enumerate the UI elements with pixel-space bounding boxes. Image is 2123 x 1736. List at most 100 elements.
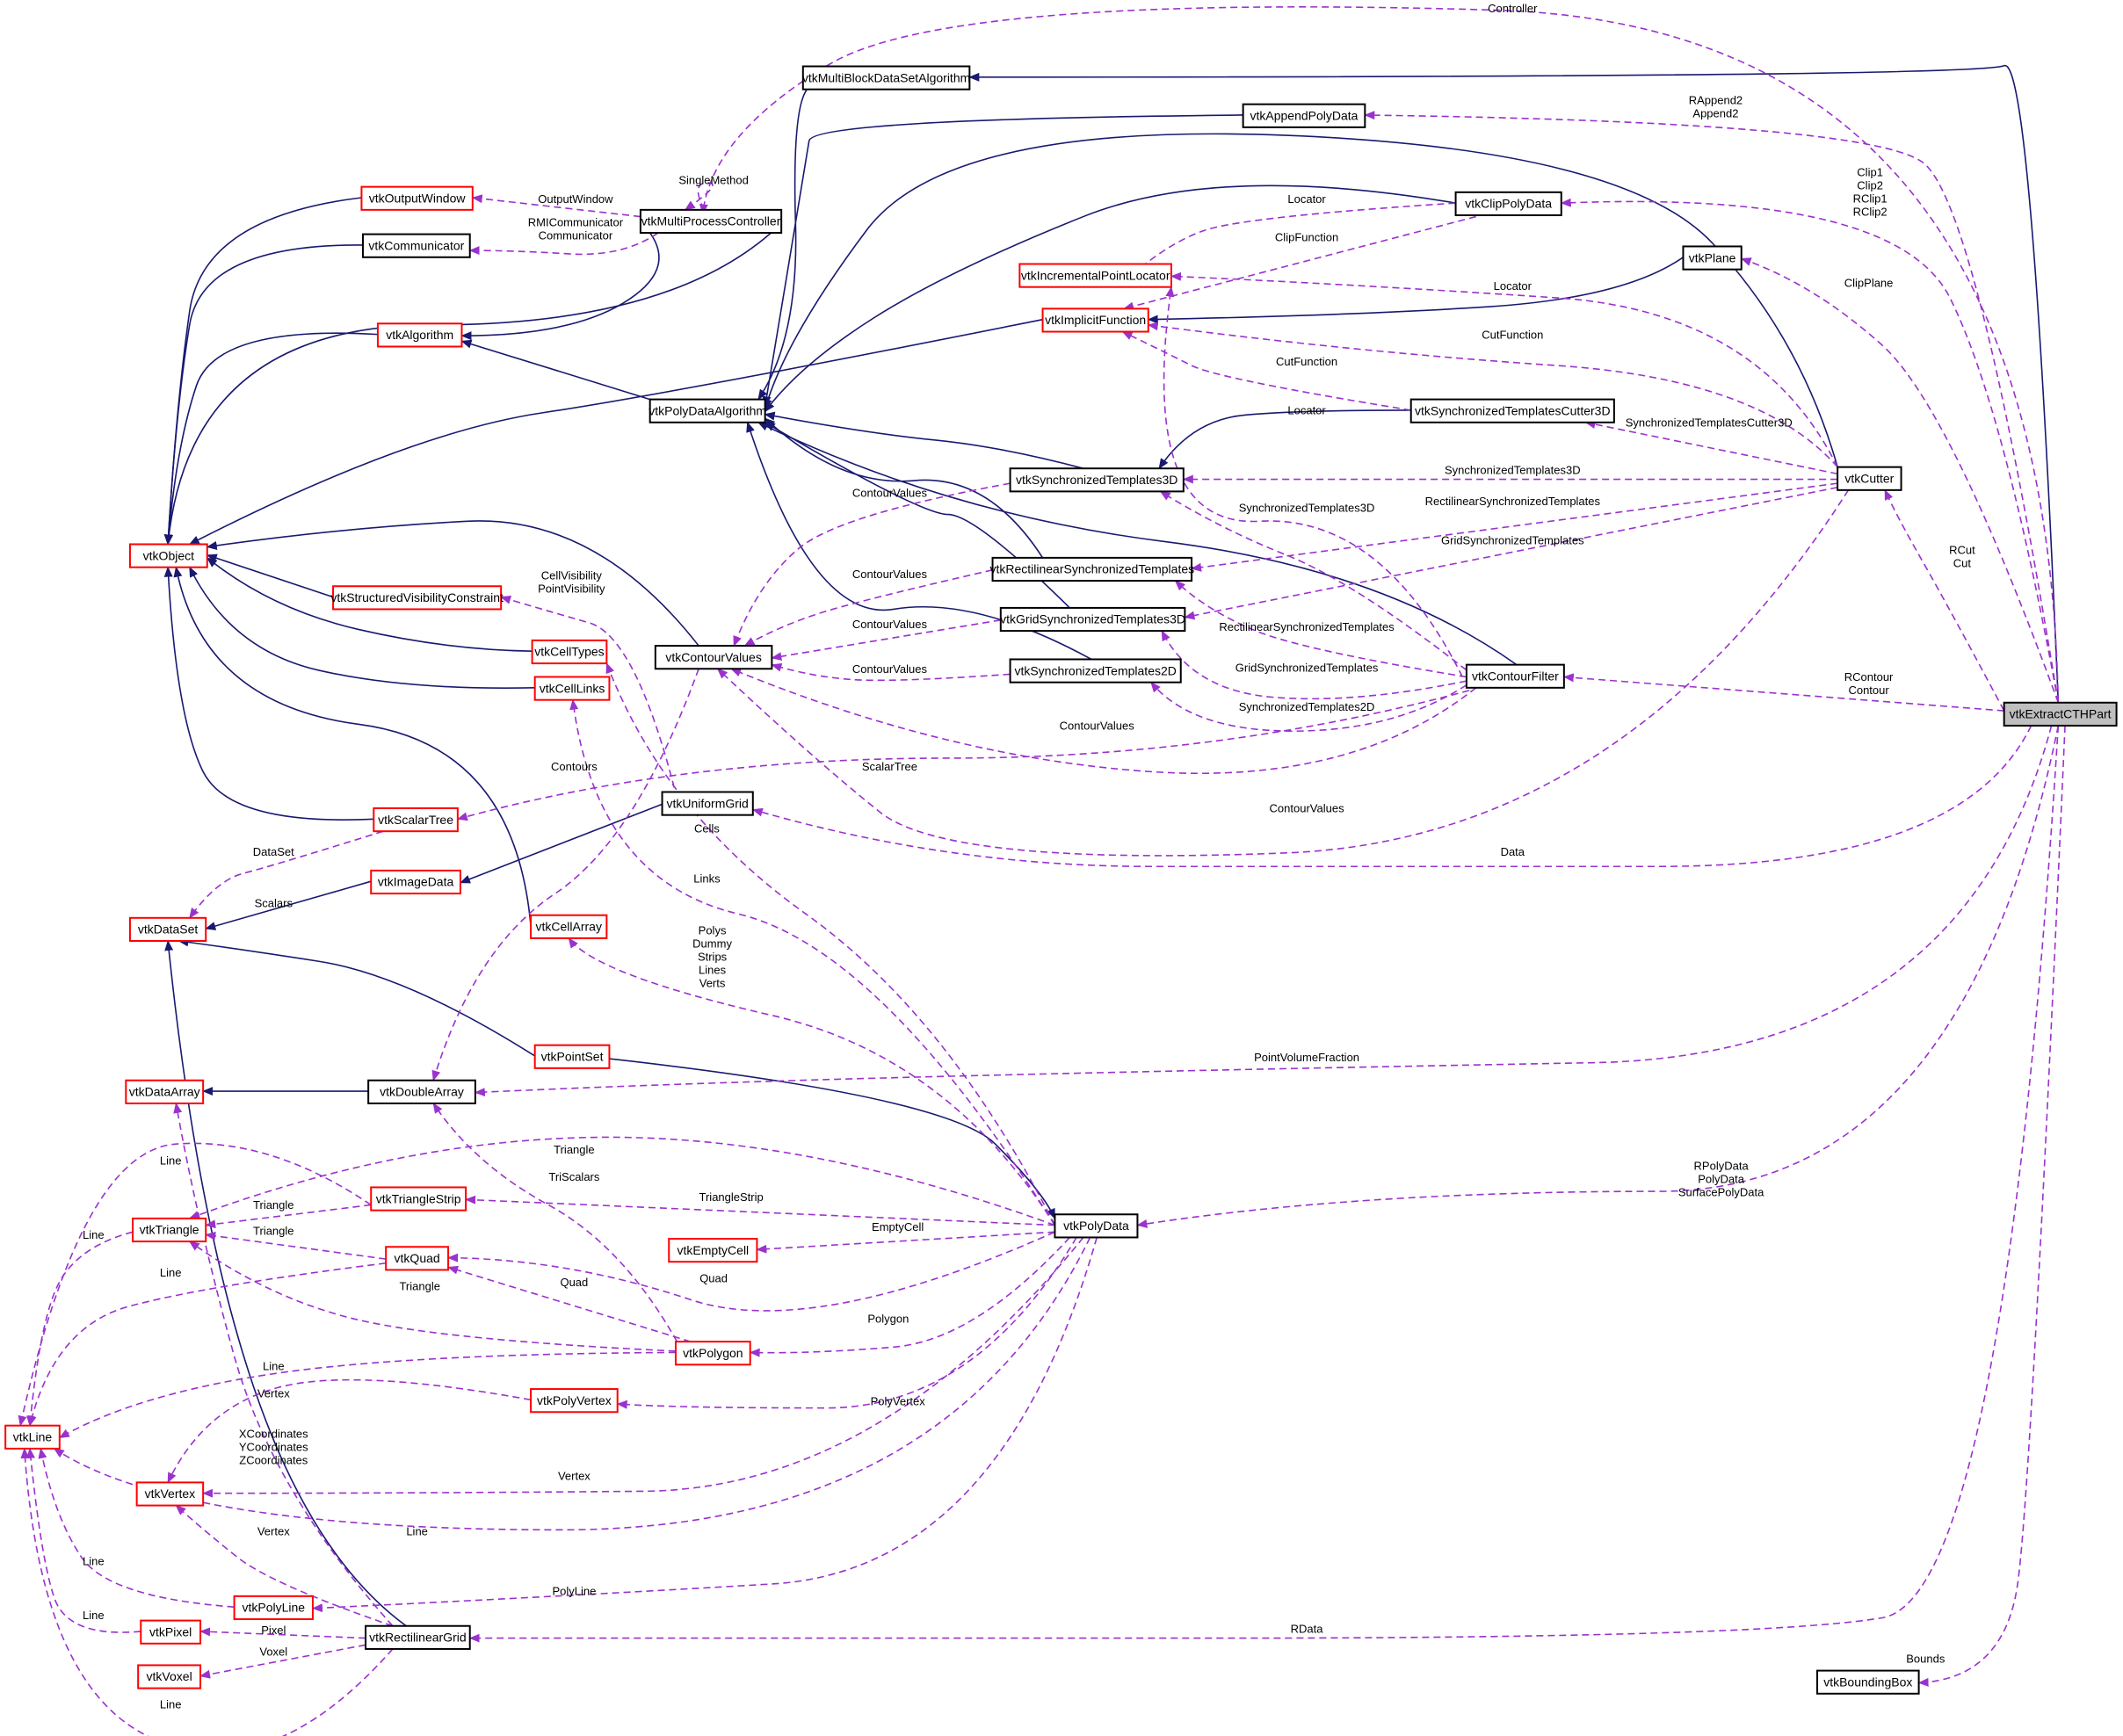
- usage-edge: [468, 232, 659, 256]
- class-node-vtkrectilinearsynchronizedtemplates[interactable]: vtkRectilinearSynchronizedTemplates: [989, 556, 1194, 582]
- edge-label: RectilinearSynchronizedTemplates: [1219, 620, 1395, 633]
- class-node-vtkdataset[interactable]: vtkDataSet: [128, 916, 207, 942]
- class-node-vtkpolyvertex[interactable]: vtkPolyVertex: [530, 1388, 619, 1414]
- inheritance-edge: [763, 133, 1838, 467]
- usage-edge: [733, 482, 1011, 647]
- usage-edge: [27, 1262, 387, 1427]
- class-node-vtkpointset[interactable]: vtkPointSet: [533, 1044, 611, 1069]
- usage-edge: [53, 1237, 1091, 1531]
- node-box: [365, 1624, 471, 1650]
- node-label: vtkScalarTree: [378, 813, 453, 827]
- node-label: vtkClipPolyData: [1465, 197, 1552, 211]
- class-node-vtkobject[interactable]: vtkObject: [128, 543, 208, 568]
- class-node-vtkscalartree[interactable]: vtkScalarTree: [373, 807, 459, 833]
- inheritance-edge: [1158, 409, 1411, 470]
- class-node-vtkplane[interactable]: vtkPlane: [1682, 245, 1743, 271]
- class-node-vtktrianglestrip[interactable]: vtkTriangleStrip: [370, 1186, 467, 1212]
- inheritance-edge: [206, 520, 699, 647]
- node-label: vtkStructuredVisibilityConstraint: [330, 590, 504, 604]
- class-node-vtksynchronizedtemplatescutter3d[interactable]: vtkSynchronizedTemplatesCutter3D: [1409, 398, 1615, 423]
- edge-label: Line: [83, 1228, 105, 1241]
- class-node-vtkvertex[interactable]: vtkVertex: [135, 1481, 205, 1507]
- usage-edge: [568, 937, 1056, 1226]
- usage-edge: [167, 1378, 532, 1484]
- class-node-vtkextractcthpart[interactable]: vtkExtractCTHPart: [2003, 701, 2118, 727]
- node-box: [1054, 1213, 1139, 1239]
- inheritance-edge: [460, 339, 650, 401]
- class-node-vtkoutputwindow[interactable]: vtkOutputWindow: [360, 185, 474, 211]
- class-node-vtkappendpolydata[interactable]: vtkAppendPolyData: [1242, 103, 1366, 128]
- class-node-vtkcommunicator[interactable]: vtkCommunicator: [361, 233, 471, 258]
- class-node-vtkpixel[interactable]: vtkPixel: [140, 1619, 202, 1645]
- class-node-vtkcelllinks[interactable]: vtkCellLinks: [533, 676, 611, 701]
- class-node-vtkalgorithm[interactable]: vtkAlgorithm: [376, 322, 463, 348]
- class-node-vtkclippolydata[interactable]: vtkClipPolyData: [1454, 191, 1562, 217]
- class-node-vtkincrementalpointlocator[interactable]: vtkIncrementalPointLocator: [1018, 263, 1172, 288]
- class-node-vtkpolygon[interactable]: vtkPolygon: [674, 1341, 751, 1366]
- class-node-vtkgridsynchronizedtemplates3d[interactable]: vtkGridSynchronizedTemplates3D: [999, 606, 1186, 633]
- class-node-vtkcutter[interactable]: vtkCutter: [1837, 466, 1902, 491]
- usage-edge: [1136, 725, 2060, 1228]
- usage-edge: [569, 698, 1056, 1226]
- node-label: vtkImageData: [378, 875, 454, 889]
- edge-label: Bounds: [1906, 1652, 1945, 1665]
- edge-label: OutputWindow: [538, 192, 613, 206]
- inheritance-edge: [163, 244, 363, 546]
- usage-edge: [1118, 202, 1456, 288]
- node-box: [1837, 466, 1902, 491]
- node-box: [385, 1246, 450, 1271]
- usage-edge: [1562, 673, 2004, 712]
- usage-edge: [1161, 630, 1467, 700]
- usage-edge: [26, 1447, 141, 1633]
- class-node-vtkpolyline[interactable]: vtkPolyLine: [233, 1595, 314, 1621]
- class-node-vtkimagedata[interactable]: vtkImageData: [370, 869, 461, 895]
- node-box: [674, 1341, 751, 1366]
- class-node-vtkmultiprocesscontroller[interactable]: vtkMultiProcessController: [639, 208, 783, 235]
- node-label: vtkPointSet: [541, 1049, 604, 1063]
- class-node-vtkrectilineargrid[interactable]: vtkRectilinearGrid: [365, 1624, 471, 1650]
- node-label: vtkSynchronizedTemplates2D: [1014, 663, 1176, 677]
- node-label: vtkPolyVertex: [537, 1393, 612, 1407]
- node-label: vtkLine: [13, 1429, 53, 1443]
- class-node-vtktriangle[interactable]: vtkTriangle: [132, 1217, 207, 1243]
- node-box: [530, 1388, 619, 1414]
- node-label: vtkAppendPolyData: [1250, 108, 1358, 122]
- node-box: [1009, 658, 1182, 684]
- class-node-vtkuniformgrid[interactable]: vtkUniformGrid: [661, 791, 754, 816]
- node-box: [137, 1664, 202, 1689]
- class-node-vtkstructuredvisibilityconstraint[interactable]: vtkStructuredVisibilityConstraint: [330, 585, 504, 611]
- node-box: [128, 916, 207, 942]
- class-node-vtkmultiblockdatasetalgorithm[interactable]: vtkMultiBlockDataSetAlgorithm: [801, 65, 971, 90]
- class-node-vtkemptycell[interactable]: vtkEmptyCell: [668, 1238, 758, 1263]
- node-box: [332, 585, 503, 611]
- node-box: [1242, 103, 1366, 128]
- class-node-vtkdataarray[interactable]: vtkDataArray: [125, 1079, 205, 1104]
- class-node-vtkboundingbox[interactable]: vtkBoundingBox: [1816, 1669, 1920, 1695]
- edge-label: Triangle: [554, 1143, 594, 1156]
- class-node-vtkcontourvalues[interactable]: vtkContourValues: [654, 645, 773, 670]
- class-node-vtksynchronizedtemplates3d[interactable]: vtkSynchronizedTemplates3D: [1009, 467, 1185, 493]
- edge-label: Locator: [1287, 404, 1326, 417]
- usage-edge: [743, 568, 993, 647]
- class-node-vtkdoublearray[interactable]: vtkDoubleArray: [367, 1079, 476, 1104]
- class-node-vtkquad[interactable]: vtkQuad: [385, 1246, 450, 1271]
- usage-edge: [199, 1644, 366, 1679]
- edge-label: SynchronizedTemplates3D: [1239, 501, 1375, 514]
- inheritance-edge: [762, 114, 1243, 408]
- class-node-vtkcontourfilter[interactable]: vtkContourFilter: [1465, 663, 1565, 689]
- node-label: vtkVertex: [145, 1486, 196, 1501]
- class-node-vtkcelltypes[interactable]: vtkCellTypes: [531, 639, 608, 665]
- class-node-vtkimplicitfunction[interactable]: vtkImplicitFunction: [1041, 307, 1149, 333]
- usage-edge: [771, 618, 1001, 662]
- class-node-vtkvoxel[interactable]: vtkVoxel: [137, 1664, 202, 1689]
- class-node-vtkpolydata[interactable]: vtkPolyData: [1054, 1213, 1139, 1239]
- class-node-vtkcellarray[interactable]: vtkCellArray: [530, 914, 608, 939]
- class-node-vtkline[interactable]: vtkLine: [4, 1424, 61, 1450]
- edge-label: ClipPlane: [1844, 277, 1894, 290]
- class-node-vtksynchronizedtemplates2d[interactable]: vtkSynchronizedTemplates2D: [1009, 658, 1182, 684]
- class-node-vtkpolydataalgorithm[interactable]: vtkPolyDataAlgorithm: [648, 398, 766, 423]
- usage-edge: [1560, 198, 2060, 703]
